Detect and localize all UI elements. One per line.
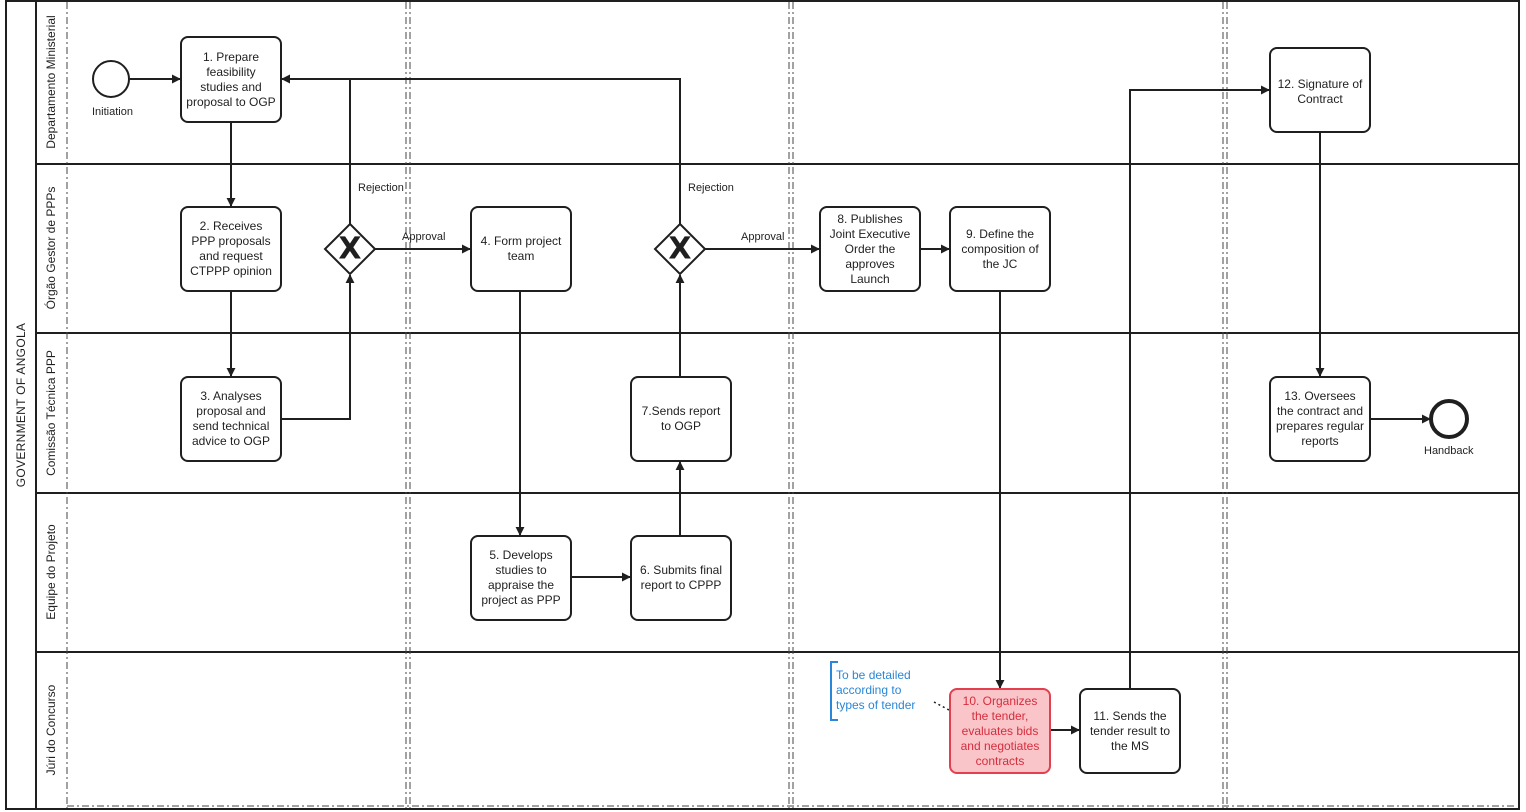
flow-t11-t12 [1129, 85, 1270, 688]
flow-t3-g1 [282, 274, 355, 420]
task-4-form-project-team[interactable]: 4. Form project team [470, 206, 572, 292]
gateway-1-x-icon: X [338, 231, 362, 267]
annotation-bracket [830, 661, 838, 721]
task-11-sends-tender-result[interactable]: 11. Sends the tender result to the MS [1079, 688, 1181, 774]
gateway-2-approval-label: Approval [741, 231, 785, 243]
gateway-2 [653, 222, 707, 276]
gateway-1-rejection-label: Rejection [358, 182, 404, 194]
text-annotation: To be detailed according to types of ten… [836, 668, 916, 712]
start-event-label: Initiation [92, 106, 133, 118]
task-1-prepare-feasibility[interactable]: 1. Prepare feasibility studies and propo… [180, 36, 282, 123]
start-event [92, 60, 130, 98]
gateway-1 [323, 222, 377, 276]
end-event [1429, 399, 1469, 439]
task-6-submits-final-report[interactable]: 6. Submits final report to CPPP [630, 535, 732, 621]
lane-title-equipe-projeto: Equipe do Projeto [44, 524, 58, 620]
gateway-1-approval-label: Approval [402, 231, 446, 243]
flow-g2-rejection [281, 74, 681, 224]
end-event-label: Handback [1424, 445, 1474, 457]
phase-separators [66, 2, 1517, 808]
task-5-develops-studies[interactable]: 5. Develops studies to appraise the proj… [470, 535, 572, 621]
lane-title-departamento-ministerial: Departamento Ministerial [44, 15, 58, 149]
task-12-signature-contract[interactable]: 12. Signature of Contract [1269, 47, 1371, 133]
task-9-define-composition[interactable]: 9. Define the composition of the JC [949, 206, 1051, 292]
pool-title: GOVERNMENT OF ANGOLA [14, 322, 28, 488]
task-13-oversees-contract[interactable]: 13. Oversees the contract and prepares r… [1269, 376, 1371, 462]
task-10-organizes-tender[interactable]: 10. Organizes the tender, evaluates bids… [949, 688, 1051, 774]
task-2-receives-proposals[interactable]: 2. Receives PPP proposals and request CT… [180, 206, 282, 292]
task-3-analyses-proposal[interactable]: 3. Analyses proposal and send technical … [180, 376, 282, 462]
lane-title-juri-concurso: Júri do Concurso [44, 684, 58, 776]
sequence-flows [129, 74, 1431, 735]
gateway-2-x-icon: X [668, 231, 692, 267]
annotation-association [933, 701, 950, 711]
task-8-publishes-order[interactable]: 8. Publishes Joint Executive Order the a… [819, 206, 921, 292]
lane-title-comissao-tecnica: Comissão Técnica PPP [44, 350, 58, 476]
task-7-sends-report[interactable]: 7.Sends report to OGP [630, 376, 732, 462]
gateway-2-rejection-label: Rejection [688, 182, 734, 194]
lane-title-orgao-gestor: Órgão Gestor de PPPs [44, 186, 58, 310]
pool-frame [5, 0, 1520, 810]
